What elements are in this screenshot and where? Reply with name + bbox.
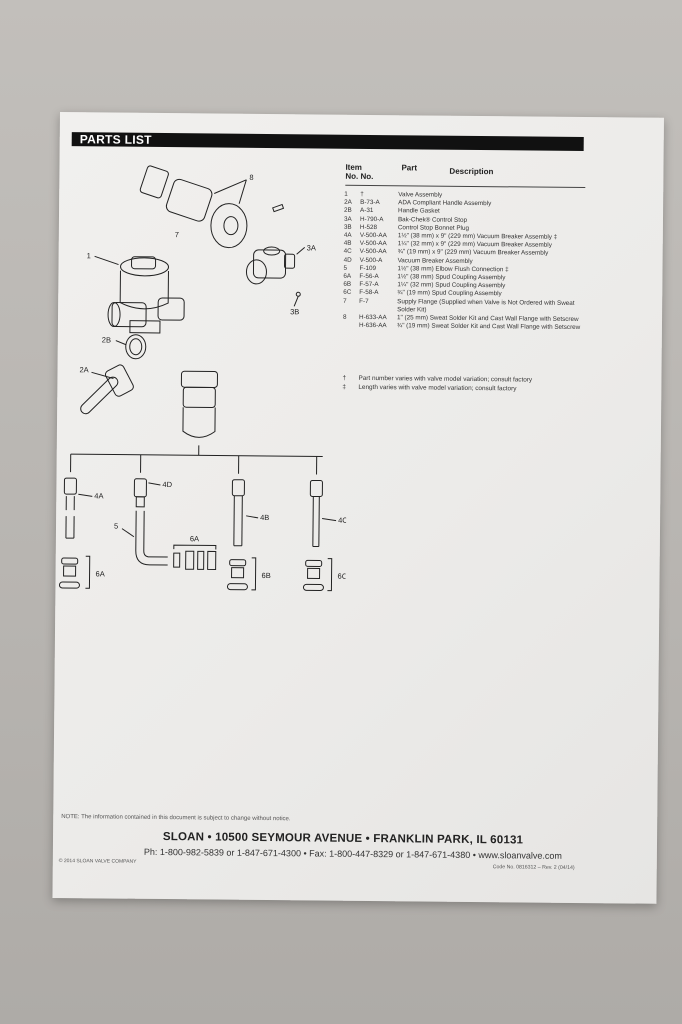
page-title: PARTS LIST <box>79 132 152 147</box>
leader-4c <box>322 518 337 522</box>
header-rule <box>345 184 586 189</box>
callout-1: 1 <box>87 251 91 260</box>
branch-lines <box>70 445 323 475</box>
footnotes: †Part number varies with valve model var… <box>342 375 592 394</box>
callout-8: 8 <box>249 173 253 182</box>
spud-coupling-6a-mid-drawing <box>173 544 217 571</box>
wall-flange-drawing <box>210 203 248 249</box>
callout-4a: 4A <box>94 491 103 500</box>
callout-3b: 3B <box>290 307 299 316</box>
part-no: F-7 <box>359 297 369 305</box>
spud-coupling-6b-drawing <box>226 557 257 591</box>
leader-4b <box>246 515 259 519</box>
callout-6c: 6C <box>338 572 348 581</box>
callout-2b: 2B <box>102 335 111 344</box>
callout-7: 7 <box>175 230 179 239</box>
vacuum-breaker-4d-drawing <box>133 478 147 508</box>
valve-body-drawing <box>107 256 185 334</box>
table-row: H-636-AA ¾" (19 mm) Sweat Solder Kit and … <box>343 322 593 333</box>
col-item-header: Item No. No. <box>345 162 374 182</box>
code-number: Code No. 0816312 – Rev. 2 (04/14) <box>492 864 575 871</box>
leader-4d <box>148 482 161 486</box>
leader-5 <box>121 528 135 538</box>
leader-8b <box>238 179 247 204</box>
vacuum-breaker-4a-drawing <box>63 477 77 539</box>
callout-2a: 2A <box>79 365 88 374</box>
footnote: ‡Length varies with valve model variatio… <box>342 383 592 394</box>
spud-coupling-6c-drawing <box>302 558 333 592</box>
callout-3a: 3A <box>307 243 316 252</box>
setscrew-drawing <box>272 203 285 213</box>
parts-list-sheet: PARTS LIST Item No. No. Part Description… <box>52 112 664 904</box>
handle-gasket-inner <box>129 338 143 356</box>
copyright: © 2014 SLOAN VALVE COMPANY <box>58 858 137 865</box>
bonnet-plug-drawing <box>295 291 301 297</box>
leader-3b <box>293 296 299 307</box>
callout-6a-mid: 6A <box>190 534 199 543</box>
change-notice: NOTE: The information contained in this … <box>61 814 291 823</box>
vacuum-breaker-coupling-drawing <box>180 370 218 438</box>
contact-line: Ph: 1-800-982-5839 or 1-847-671-4300 • F… <box>143 846 562 861</box>
sweat-solder-adapter-drawing <box>139 165 213 222</box>
handle-assembly-drawing <box>80 364 134 415</box>
leader-1 <box>94 255 119 266</box>
vacuum-breaker-4c-drawing <box>309 479 323 548</box>
table-header: Item No. No. Part Description <box>345 163 586 189</box>
leader-2b <box>115 340 126 346</box>
elbow-flush-connection-drawing <box>135 510 168 566</box>
leader-2a <box>91 371 114 380</box>
exploded-view-diagram: 8 7 3A 3B 1 2B 2A 4A 4D 4B 4C 5 6A 6A 6B… <box>58 165 348 592</box>
callout-4c: 4C <box>338 516 348 525</box>
leader-4a <box>78 493 93 497</box>
vacuum-breaker-4b-drawing <box>231 479 245 547</box>
leader-3a <box>296 246 306 255</box>
callout-4d: 4D <box>162 480 172 489</box>
callout-6b: 6B <box>262 571 271 580</box>
description: ¾" (19 mm) Sweat Solder Kit and Cast Wal… <box>396 322 581 332</box>
callout-5: 5 <box>114 522 118 531</box>
description: Supply Flange (Supplied when Valve is No… <box>397 297 575 314</box>
leader-8a <box>214 179 247 194</box>
col-description-header: Description <box>449 166 494 177</box>
spud-coupling-6a-left-drawing <box>58 555 91 589</box>
handle-gasket-drawing <box>125 334 147 360</box>
col-part-header: Part <box>401 163 418 173</box>
callout-4b: 4B <box>260 513 269 522</box>
footnote-text: Length varies with valve model variation… <box>358 383 517 392</box>
control-stop-drawing <box>245 246 296 285</box>
company-address: SLOAN • 10500 SEYMOUR AVENUE • FRANKLIN … <box>162 831 524 847</box>
callout-6a: 6A <box>96 569 105 578</box>
part-no: H-636-AA <box>358 322 387 330</box>
